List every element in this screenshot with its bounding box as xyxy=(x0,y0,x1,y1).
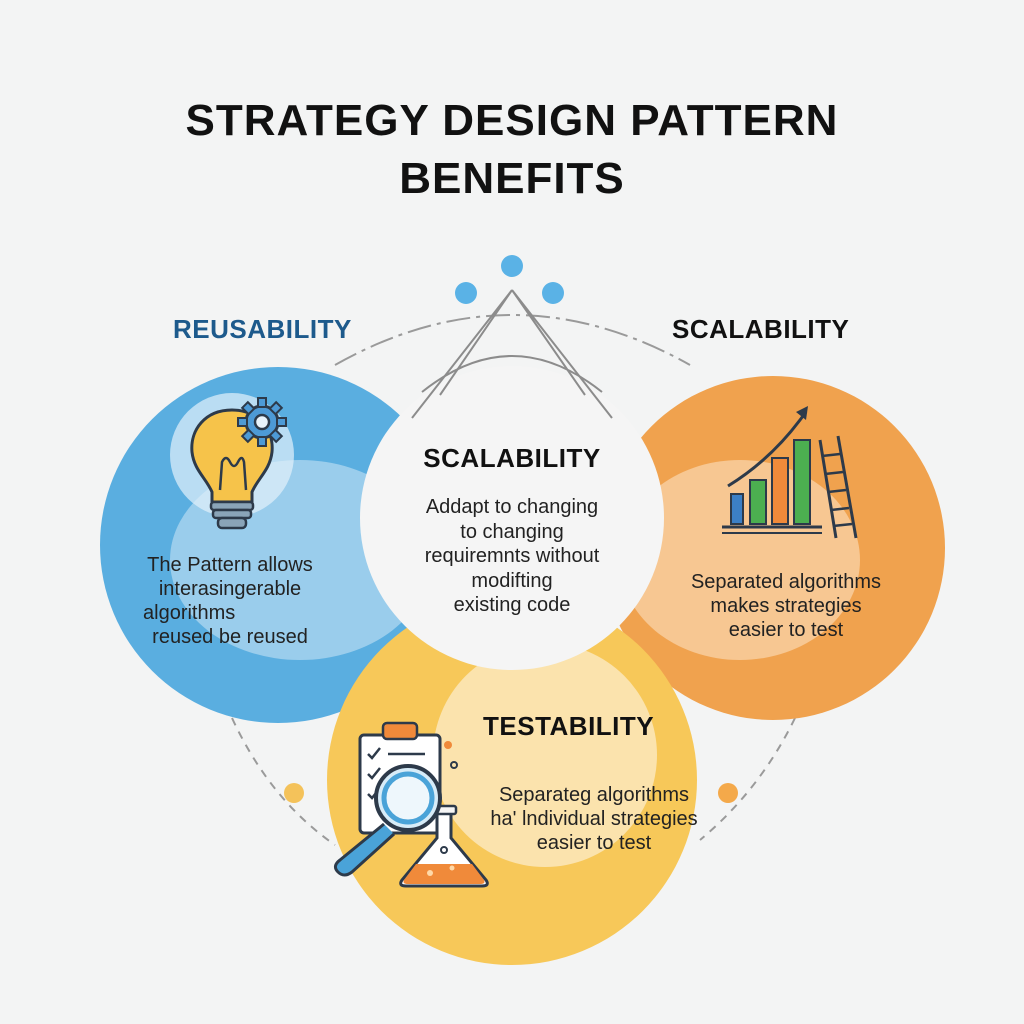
center-line: to changing xyxy=(460,520,564,543)
page-title: STRATEGY DESIGN PATTERN BENEFITS xyxy=(0,92,1024,208)
center-description: Addapt to changing to changing requiremn… xyxy=(392,495,632,618)
hub-lines xyxy=(411,289,613,419)
testability-line: Separateg algorithms xyxy=(498,784,690,806)
center-line: modifting xyxy=(471,569,553,592)
scalability-line: makes strategies xyxy=(710,595,862,617)
center-line: Addapt to changing xyxy=(425,496,599,518)
lightbulb-gear-icon xyxy=(170,393,294,530)
right-connector-arc xyxy=(699,717,796,841)
center-scalability-label: SCALABILITY xyxy=(423,443,601,473)
dot-top-left xyxy=(455,282,477,304)
scalability-line: easier to test xyxy=(728,619,844,641)
center-line: existing code xyxy=(453,594,571,616)
reusability-line: The Pattern allows xyxy=(147,554,313,576)
growth-chart-ladder-icon xyxy=(722,406,858,539)
center-circle xyxy=(360,366,664,670)
testability-line: ha' lndividual strategies xyxy=(490,808,698,830)
center-line: requiremnts without xyxy=(424,545,600,567)
scalability-label: SCALABILITY xyxy=(672,314,850,344)
reusability-label: REUSABILITY xyxy=(173,314,352,344)
reusability-line: reused be reused xyxy=(152,626,308,648)
left-connector-arc xyxy=(231,717,336,846)
testability-highlight xyxy=(433,643,657,867)
top-connector-arc xyxy=(334,314,691,366)
scalability-description: Separated algorithms makes strategies ea… xyxy=(676,570,896,642)
reusability-description: The Pattern allows interasingerable algo… xyxy=(115,553,345,649)
testability-label: TESTABILITY xyxy=(483,711,655,741)
dot-left xyxy=(284,783,304,803)
reusability-line: algorithms xyxy=(143,602,236,624)
clipboard-magnifier-flask-icon xyxy=(333,721,489,888)
dot-right xyxy=(718,783,738,803)
dot-top xyxy=(501,255,523,277)
scalability-line: Separated algorithms xyxy=(690,571,882,593)
testability-description: Separateg algorithms ha' lndividual stra… xyxy=(466,783,722,855)
title-line-1: STRATEGY DESIGN PATTERN xyxy=(185,96,839,145)
dot-top-right xyxy=(542,282,564,304)
reusability-line: interasingerable xyxy=(158,578,302,600)
testability-line: easier to test xyxy=(536,832,652,854)
title-line-2: BENEFITS xyxy=(399,154,625,203)
hub-arc xyxy=(421,355,603,393)
